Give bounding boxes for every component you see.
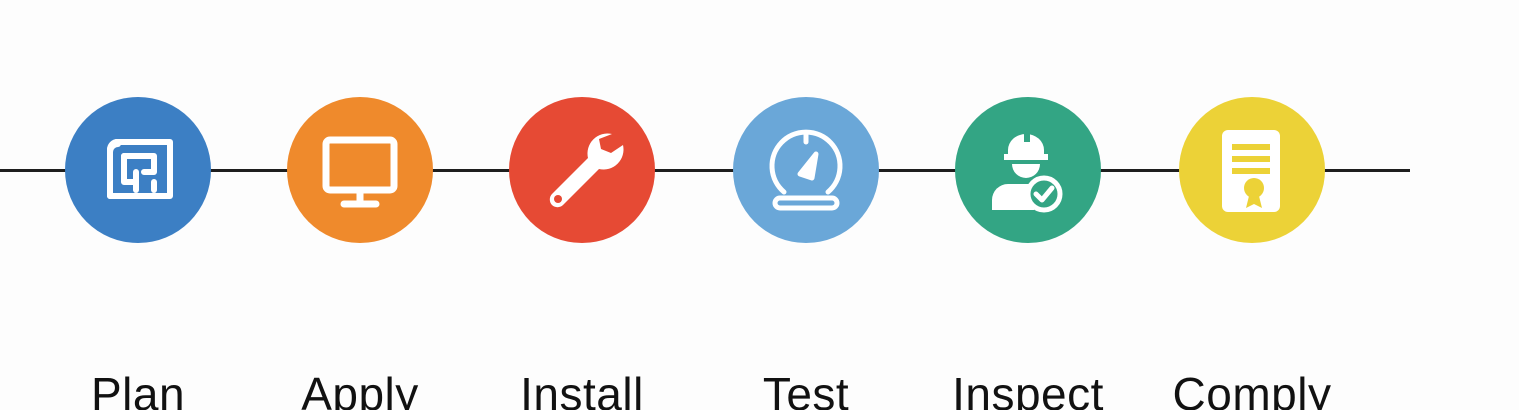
step-circle [955,97,1101,243]
step-install: Install [509,97,655,410]
step-label: Inspect [952,368,1104,410]
step-circle [287,97,433,243]
certificate-icon [1222,130,1280,212]
step-plan: Plan [65,97,211,410]
step-circle [509,97,655,243]
step-label: Install [520,368,644,410]
step-label: Plan [90,368,186,410]
wrench-icon [549,133,624,208]
step-circle [65,97,211,243]
step-comply: Comply [1173,97,1331,410]
step-inspect: Inspect [952,97,1103,410]
step-apply: Apply [287,97,433,410]
step-label: Test [762,368,850,410]
step-circle [733,97,879,243]
monitor-icon [322,136,398,208]
blueprint-icon [107,139,173,199]
step-label: Apply [301,368,419,410]
inspector-icon [992,132,1063,213]
step-test: Test [733,97,879,410]
timeline-connector-line [0,169,1410,172]
gauge-icon [769,129,843,211]
step-circle [1179,97,1325,243]
step-label: Comply [1172,368,1332,410]
